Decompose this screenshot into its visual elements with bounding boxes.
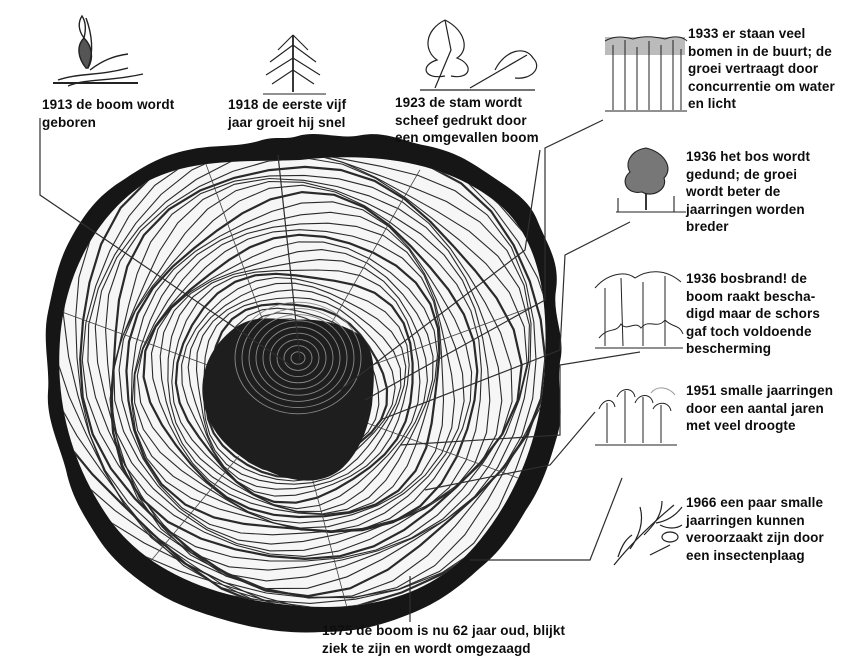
label-1951: 1951 smalle jaarringen door een aantal j… — [686, 382, 833, 435]
dense-forest-icon — [605, 37, 687, 111]
seedling-icon — [53, 16, 143, 86]
forest-fire-icon — [595, 272, 683, 348]
thinned-forest-icon — [616, 148, 686, 212]
fallen-tree-icon — [420, 20, 537, 90]
label-1913: 1913 de boom wordt geboren — [42, 96, 174, 131]
label-1936-fire: 1936 bosbrand! de boom raakt bescha- dig… — [686, 270, 820, 358]
label-1933: 1933 er staan veel bomen in de buurt; de… — [688, 25, 835, 113]
label-1936-thinning: 1936 het bos wordt gedund; de groei word… — [686, 148, 810, 236]
insect-branch-icon — [614, 501, 682, 565]
label-1918: 1918 de eerste vijf jaar groeit hij snel — [228, 96, 346, 131]
label-1923: 1923 de stam wordt scheef gedrukt door e… — [395, 94, 539, 147]
label-1966: 1966 een paar smalle jaarringen kunnen v… — [686, 494, 824, 564]
young-pine-icon — [263, 35, 326, 94]
label-1975: 1975 de boom is nu 62 jaar oud, blijkt z… — [322, 622, 565, 657]
drought-trees-icon — [595, 388, 677, 445]
